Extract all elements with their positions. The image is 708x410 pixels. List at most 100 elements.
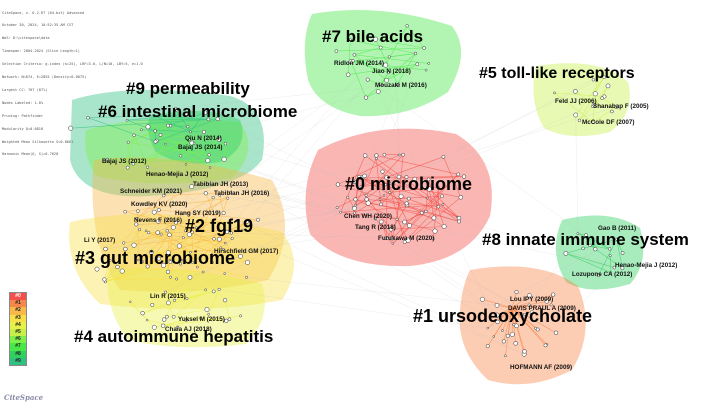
network-node <box>211 196 215 200</box>
network-node <box>620 251 625 255</box>
network-edge <box>163 192 231 196</box>
network-edge <box>213 198 228 239</box>
network-edge <box>406 25 425 49</box>
network-node <box>425 196 429 200</box>
network-node <box>593 247 598 252</box>
network-edge <box>593 104 617 108</box>
network-node <box>140 311 145 316</box>
network-node <box>374 153 379 158</box>
network-edge <box>579 104 594 121</box>
network-edge <box>147 192 231 267</box>
cluster-hull <box>305 128 492 267</box>
network-edge <box>554 92 594 123</box>
network-edge <box>379 199 460 222</box>
network-node <box>390 236 395 241</box>
network-node <box>179 154 183 158</box>
legend-item-0: #0 <box>10 293 26 301</box>
cluster-label-2: #2 fgf19 <box>185 216 253 236</box>
network-node <box>378 45 383 50</box>
network-edge <box>376 155 407 178</box>
network-edge <box>219 195 224 213</box>
cluster-label-6: #6 intestinal microbiome <box>98 102 297 121</box>
network-node <box>543 343 548 348</box>
network-node <box>94 266 100 272</box>
network-node <box>614 104 619 109</box>
network-edge <box>107 159 208 161</box>
network-edge <box>391 174 459 239</box>
network-node <box>219 246 223 250</box>
network-edge <box>180 155 498 323</box>
network-edge <box>511 307 532 313</box>
network-edge <box>589 245 610 250</box>
network-node <box>211 261 214 264</box>
network-node <box>495 319 500 325</box>
network-edge <box>529 253 567 306</box>
network-node <box>189 130 192 134</box>
metadata-line: October 30, 2024, 10:52:35 AM CST <box>2 23 74 28</box>
network-edge <box>592 93 596 123</box>
network-node <box>178 262 183 266</box>
network-edge <box>220 238 233 249</box>
network-edge <box>117 245 180 268</box>
network-node <box>494 312 500 318</box>
cluster-label-5: #5 toll-like receptors <box>479 65 635 82</box>
network-edge <box>70 118 218 129</box>
cluster-label-1: #1 ursodeoxycholate <box>413 306 592 326</box>
network-node <box>184 229 188 233</box>
network-edge <box>375 218 557 333</box>
network-node <box>513 341 518 346</box>
network-node <box>494 303 500 308</box>
network-edge <box>595 77 598 94</box>
network-node <box>137 258 140 262</box>
network-node <box>522 312 527 317</box>
network-edge <box>123 143 195 244</box>
network-edge <box>147 167 615 268</box>
network-node <box>581 246 585 251</box>
network-node <box>215 116 220 122</box>
network-edge <box>185 229 243 231</box>
network-node <box>224 229 230 235</box>
network-edge <box>352 60 389 73</box>
network-edge <box>158 220 174 228</box>
network-node <box>161 323 166 328</box>
network-edge <box>598 239 617 276</box>
network-node <box>136 209 140 213</box>
network-edge <box>585 235 610 250</box>
network-node <box>203 191 208 196</box>
network-node <box>68 125 74 131</box>
network-node <box>339 210 342 214</box>
network-edge <box>212 56 390 263</box>
author-label: Gao B (2011) <box>598 225 636 232</box>
author-label: Jiao N (2018) <box>372 68 411 75</box>
network-edge <box>179 245 198 268</box>
network-node <box>501 329 504 332</box>
network-node <box>150 302 155 307</box>
network-edge <box>390 226 445 230</box>
author-label: Kowdley KV (2020) <box>131 201 187 208</box>
network-edge <box>169 234 191 253</box>
network-node <box>144 229 148 233</box>
network-edge <box>192 197 214 263</box>
network-edge <box>336 47 425 52</box>
legend-item-3: #3 <box>10 314 26 322</box>
network-node <box>172 298 177 302</box>
network-node <box>156 218 161 224</box>
network-node <box>395 217 399 221</box>
network-node <box>395 83 399 87</box>
network-edge <box>105 238 220 283</box>
network-node <box>437 185 440 189</box>
network-node <box>441 154 446 159</box>
network-node <box>591 105 594 108</box>
network-node <box>387 71 390 75</box>
network-node <box>346 195 350 199</box>
network-node <box>210 253 214 256</box>
author-label: Bajaj JS (2014) <box>178 144 222 151</box>
network-node <box>577 118 582 123</box>
network-node <box>216 137 222 142</box>
network-edge <box>167 112 206 126</box>
network-edge <box>353 207 445 227</box>
network-node <box>148 249 154 255</box>
network-edge <box>376 158 460 219</box>
network-edge <box>104 258 160 280</box>
network-node <box>166 123 170 128</box>
